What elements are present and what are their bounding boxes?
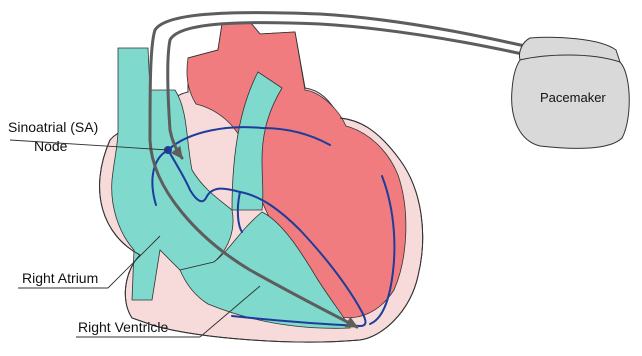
right-atrium-label: Right Atrium — [22, 270, 98, 286]
sa-node-label-line1: Sinoatrial (SA) — [8, 119, 98, 135]
sa-node-label-line2: Node — [34, 138, 68, 154]
right-ventricle-label: Right Ventricle — [78, 319, 168, 335]
pacemaker-label: Pacemaker — [540, 90, 606, 105]
